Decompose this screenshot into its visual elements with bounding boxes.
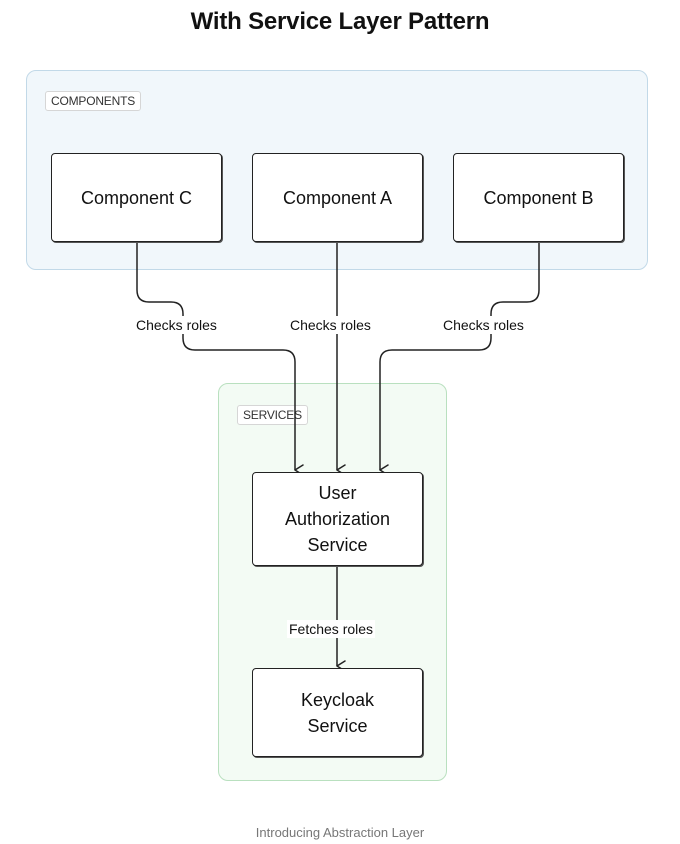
component-a-node[interactable]: Component A — [252, 153, 423, 242]
user-authorization-service-label: User Authorization Service — [284, 483, 391, 555]
edge-c-to-auth — [136, 242, 304, 476]
components-group-label: COMPONENTS — [45, 91, 142, 111]
component-c-label: Component C — [80, 187, 193, 208]
diagram-title: With Service Layer Pattern — [190, 8, 490, 35]
edge-label-a-checks-roles: Checks roles — [288, 316, 373, 334]
services-group-label: SERVICES — [237, 405, 308, 425]
component-b-label: Component B — [483, 187, 594, 208]
component-c-node[interactable]: Component C — [51, 153, 222, 242]
user-authorization-service-node[interactable]: User Authorization Service — [252, 472, 423, 566]
edge-label-c-checks-roles: Checks roles — [134, 316, 219, 334]
component-a-label: Component A — [282, 187, 393, 208]
edge-label-fetches-roles: Fetches roles — [287, 620, 376, 638]
diagram-caption: Introducing Abstraction Layer — [255, 825, 425, 840]
edge-label-b-checks-roles: Checks roles — [441, 316, 526, 334]
keycloak-service-node[interactable]: Keycloak Service — [252, 668, 423, 757]
component-b-node[interactable]: Component B — [453, 153, 624, 242]
edge-b-to-auth — [379, 242, 540, 476]
keycloak-service-label: Keycloak Service — [300, 689, 375, 736]
